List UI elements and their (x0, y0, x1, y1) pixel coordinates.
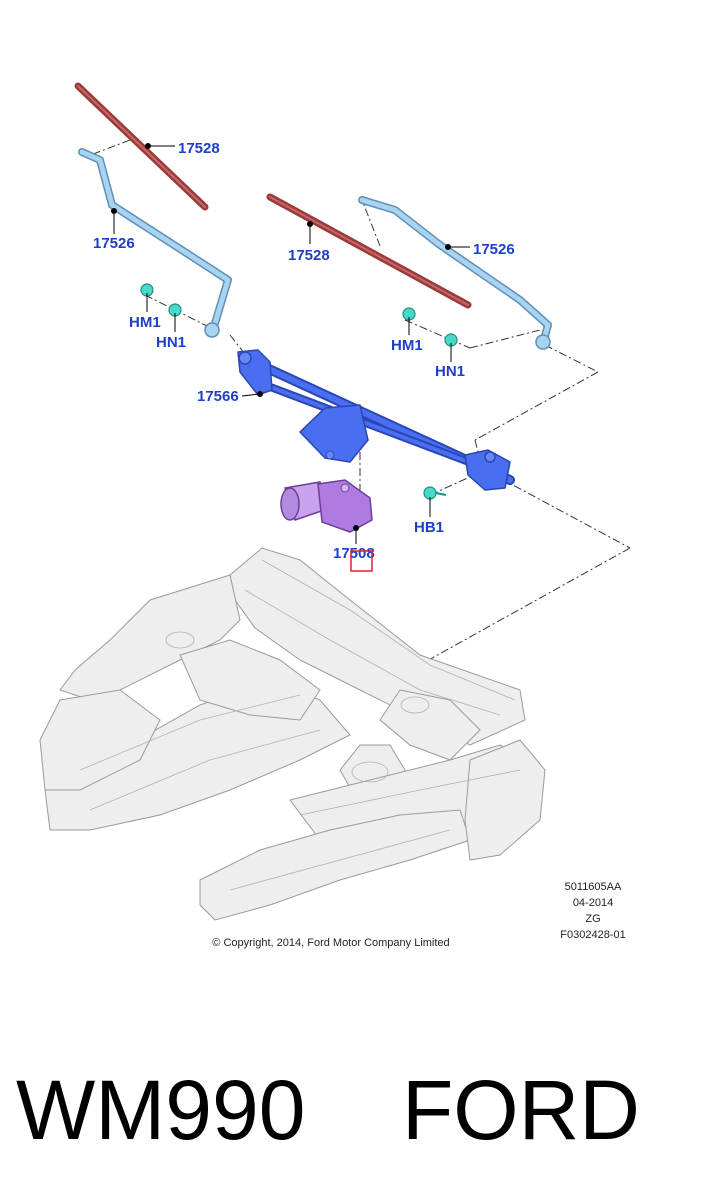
label-hn1-right: HN1 (435, 363, 465, 380)
wiper-arm-left (78, 148, 232, 338)
label-motor: 17508 (333, 545, 375, 562)
label-arm-right: 17526 (473, 241, 515, 258)
caption-brand: FORD (402, 1063, 640, 1157)
wiper-blade-left (74, 82, 209, 211)
label-hn1-left: HN1 (156, 334, 186, 351)
body-structure-detail (79, 559, 521, 891)
wiper-system-diagram: 17528 17526 HM1 HN1 17528 17526 HM1 HN1 … (39, 82, 631, 949)
caption: WM990 FORD (0, 1040, 708, 1180)
wiper-motor (280, 479, 373, 533)
highlight-box (350, 550, 373, 572)
fastener-hb1 (423, 486, 447, 500)
meta-line-1: 5011605AA (565, 881, 622, 893)
wiper-linkage (237, 349, 515, 491)
copyright-text: © Copyright, 2014, Ford Motor Company Li… (212, 937, 449, 949)
label-hm1-right: HM1 (391, 337, 423, 354)
caption-model: WM990 (16, 1063, 306, 1157)
meta-line-4: F0302428-01 (560, 929, 625, 941)
label-linkage: 17566 (197, 388, 239, 405)
label-arm-left: 17526 (93, 235, 135, 252)
leader-lines (111, 143, 470, 544)
label-blade-right: 17528 (288, 247, 330, 264)
guide-lines (87, 139, 631, 663)
body-structure (39, 547, 546, 921)
meta-line-2: 04-2014 (573, 897, 613, 909)
wiper-arm-right (358, 196, 552, 350)
wiper-blade-right (266, 193, 472, 309)
label-hm1-left: HM1 (129, 314, 161, 331)
meta-line-3: ZG (585, 913, 600, 925)
label-hb1: HB1 (414, 519, 444, 536)
label-blade-left: 17528 (178, 140, 220, 157)
